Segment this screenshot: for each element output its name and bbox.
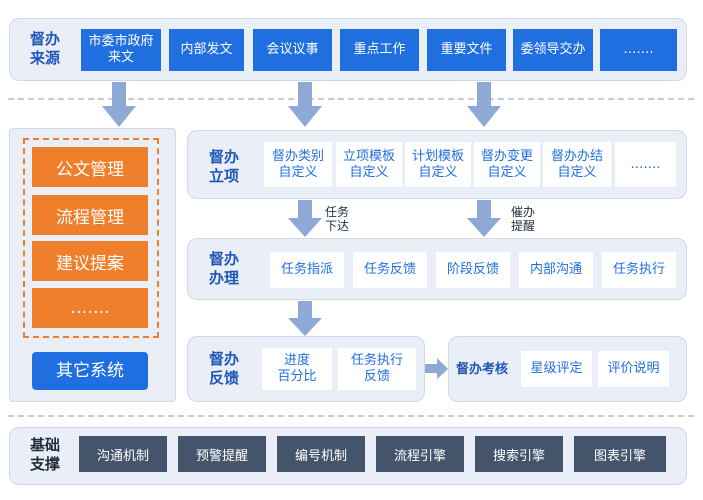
- other-systems-dashed-box: [23, 138, 159, 338]
- foundation-item-search-engine[interactable]: 搜索引擎: [475, 436, 563, 472]
- assess-item-star-rating[interactable]: 星级评定: [521, 351, 592, 387]
- foundation-title: 基础 支撑: [29, 436, 60, 473]
- foundation-item-numbering[interactable]: 编号机制: [277, 436, 365, 472]
- assess-item-comment[interactable]: 评价说明: [598, 351, 669, 387]
- source-item-city-docs[interactable]: 市委市政府 来文: [81, 29, 161, 71]
- feedback-title: 督办 反馈: [208, 350, 239, 387]
- system-more[interactable]: …….: [32, 288, 148, 328]
- arrow-meetings-to-initiate: [288, 82, 322, 127]
- assess-title: 督办考核: [456, 362, 509, 377]
- arrow-source-to-systems: [102, 82, 136, 127]
- arrow-handle-to-feedback: [288, 301, 322, 336]
- arrow-feedback-to-assess: [425, 358, 448, 379]
- handle-item-communication[interactable]: 内部沟通: [519, 252, 593, 288]
- source-item-important-files[interactable]: 重要文件: [427, 29, 506, 71]
- system-proposal[interactable]: 建议提案: [32, 241, 148, 281]
- initiate-item-complete[interactable]: 督办办结 自定义: [543, 142, 611, 187]
- handle-title: 督办 办理: [208, 250, 239, 287]
- arrow-files-to-initiate: [467, 82, 501, 127]
- separator-bottom: [8, 415, 694, 417]
- arrow-task-issue: [288, 200, 322, 237]
- source-item-meetings[interactable]: 会议议事: [253, 29, 332, 71]
- system-document-management[interactable]: 公文管理: [32, 147, 148, 187]
- source-title: 督办 来源: [29, 30, 60, 67]
- foundation-item-chart-engine[interactable]: 图表引擎: [574, 436, 666, 472]
- feedback-item-progress[interactable]: 进度 百分比: [262, 348, 332, 390]
- source-item-key-work[interactable]: 重点工作: [340, 29, 419, 71]
- handle-item-stage-feedback[interactable]: 阶段反馈: [436, 252, 510, 288]
- task-issue-label: 任务 下达: [325, 205, 350, 233]
- handle-item-feedback[interactable]: 任务反馈: [353, 252, 427, 288]
- initiate-item-category[interactable]: 督办类别 自定义: [264, 142, 332, 187]
- feedback-item-task-feedback[interactable]: 任务执行 反馈: [338, 348, 416, 390]
- initiate-item-plan-template[interactable]: 计划模板 自定义: [405, 142, 471, 187]
- system-process-management[interactable]: 流程管理: [32, 195, 148, 235]
- initiate-item-change[interactable]: 督办变更 自定义: [474, 142, 540, 187]
- arrow-urge: [467, 200, 501, 237]
- source-item-more[interactable]: …….: [600, 29, 677, 71]
- initiate-title: 督办 立项: [208, 148, 239, 185]
- foundation-item-warning[interactable]: 预警提醒: [178, 436, 266, 472]
- foundation-item-process-engine[interactable]: 流程引擎: [376, 436, 464, 472]
- separator-top: [8, 98, 694, 100]
- handle-item-execute[interactable]: 任务执行: [602, 252, 676, 288]
- source-item-leader-assigned[interactable]: 委领导交办: [513, 29, 593, 71]
- urge-label: 催办 提醒: [511, 205, 536, 233]
- handle-item-assign[interactable]: 任务指派: [270, 252, 344, 288]
- initiate-item-more[interactable]: …….: [615, 142, 676, 187]
- other-systems-button[interactable]: 其它系统: [32, 352, 148, 390]
- initiate-item-template[interactable]: 立项模板 自定义: [336, 142, 402, 187]
- foundation-item-communication[interactable]: 沟通机制: [79, 436, 167, 472]
- source-item-internal-docs[interactable]: 内部发文: [169, 29, 244, 71]
